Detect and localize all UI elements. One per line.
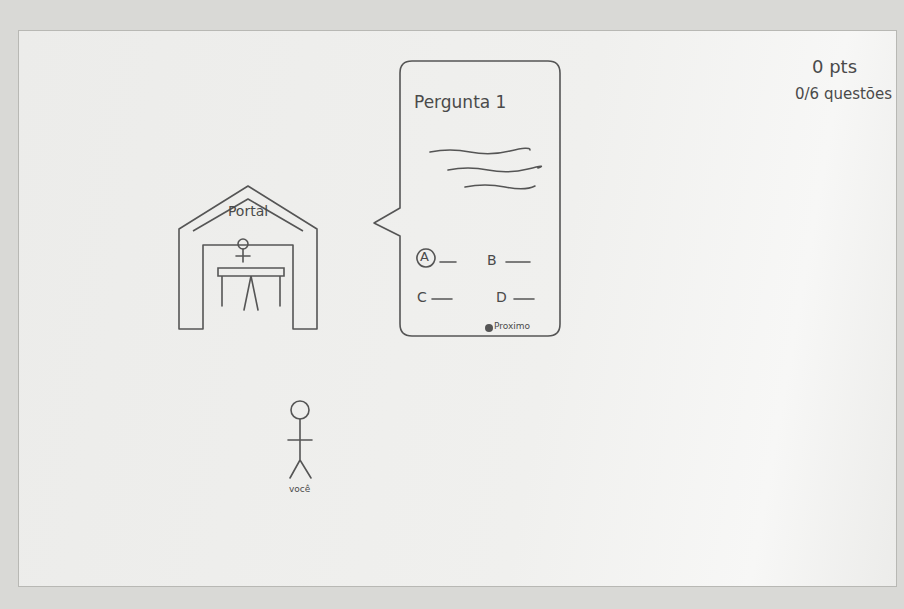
sketch-label: 0/6 questões [795,85,892,103]
next-button-dot [485,324,493,332]
sketch-label: B [487,252,497,268]
sketch-label: D [496,289,507,305]
desk [218,268,284,310]
player-head [291,401,309,419]
node-text: Pergunta 1 [414,92,554,112]
question-bubble: Pergunta 1 A [372,58,564,340]
npc-body [236,249,250,262]
sketch-label: C [417,289,427,305]
selected-option: A [416,248,436,268]
node-text: A [416,249,433,264]
paper-sheet [18,30,897,587]
sketch-label: você [289,484,310,494]
sketch-label: 0 pts [812,56,857,77]
portal-booth: Portal [175,183,321,333]
player-body [288,419,312,478]
text-line [430,148,530,154]
text-line [448,166,541,172]
text-line [465,185,535,189]
sketch-label: Proximo [494,321,530,331]
node-text: Portal [175,203,321,219]
npc-head [238,239,248,249]
answer-blank [432,262,534,299]
